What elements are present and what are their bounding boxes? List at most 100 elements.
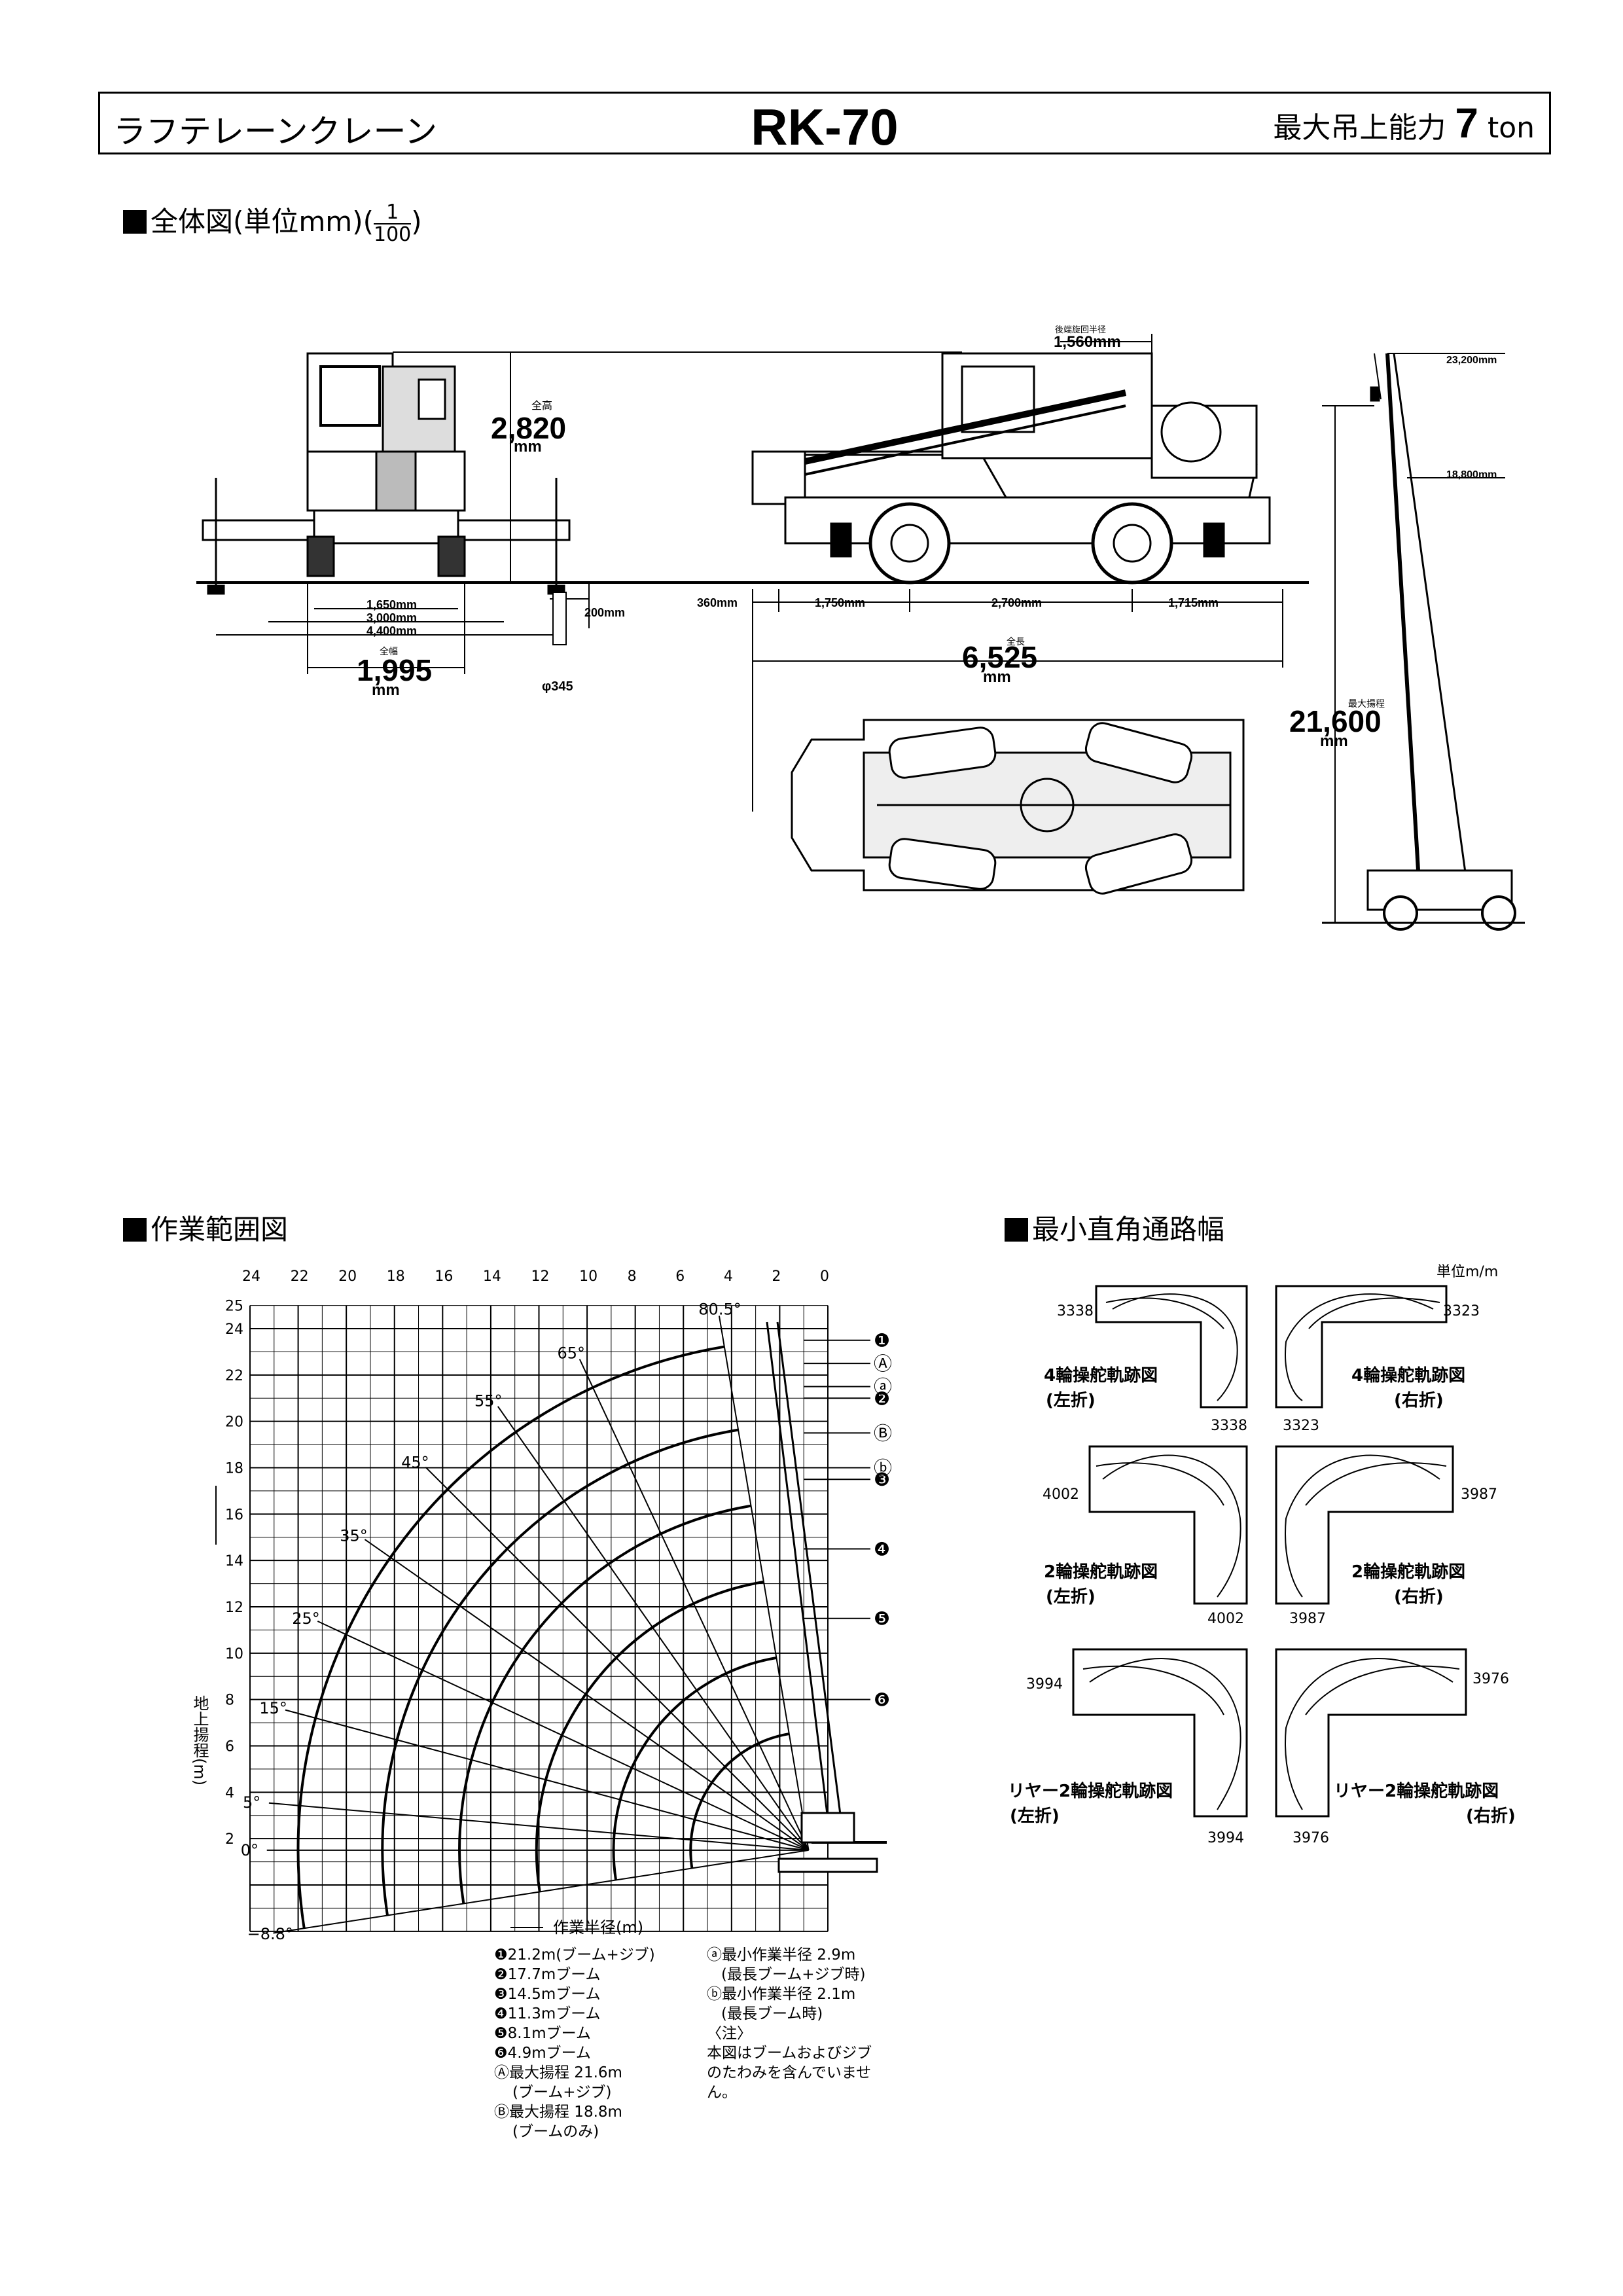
top-view-crane — [791, 719, 1245, 895]
legend-min-radius-a: ⓐ最小作業半径 2.9m — [707, 1946, 856, 1964]
dim-tail-small: 後端旋回半径 — [1055, 325, 1106, 335]
legend-item-b-note: (ブームのみ) — [512, 2123, 599, 2140]
panel-5-dir: (左折) — [1010, 1806, 1060, 1826]
dim-width-unit: mm — [372, 681, 400, 699]
x-tick: 14 — [483, 1268, 501, 1285]
marker-symbol: Ⓑ — [874, 1422, 892, 1444]
model-name: RK-70 — [751, 98, 899, 156]
dim-pad-height: 200mm — [584, 606, 625, 619]
dim-length-unit: mm — [983, 668, 1011, 686]
overview-drawing: 全高 2,820 mm 1,650mm 3,000mm 4,400mm 全幅 1… — [196, 325, 1525, 931]
x-tick: 20 — [338, 1268, 357, 1285]
y-tick: 18 — [225, 1461, 243, 1477]
dim-len-b: 1,715mm — [1168, 596, 1219, 609]
legend-item-1: ❶21.2m(ブーム+ジブ) — [494, 1946, 655, 1964]
boom-arc — [535, 1580, 764, 1892]
angle-label: 65° — [557, 1344, 585, 1363]
angle-ray — [364, 1539, 810, 1851]
panel-5-label: リヤー2輪操舵軌跡図 — [1008, 1781, 1173, 1801]
legend-item-a-note: (ブーム+ジブ) — [512, 2084, 612, 2101]
legend-note-heading: 〈注〉 — [707, 2025, 752, 2042]
scale-denominator: 100 — [374, 223, 412, 246]
angle-label: 25° — [292, 1609, 320, 1628]
x-tick: 6 — [675, 1268, 685, 1285]
y-tick: 24 — [225, 1321, 243, 1338]
dim-lift-unit: mm — [1320, 732, 1348, 750]
y-tick: 12 — [225, 1600, 243, 1616]
y-tick: 10 — [225, 1646, 243, 1662]
panel-3-bottom: 4002 — [1207, 1611, 1244, 1627]
legend-item-b: Ⓑ最大揚程 18.8m — [494, 2104, 622, 2121]
capacity-value: 7 — [1455, 99, 1478, 147]
angle-ray — [497, 1406, 810, 1851]
x-tick: 22 — [291, 1268, 309, 1285]
marker-symbol: ❷ — [874, 1388, 890, 1409]
y-tick: 8 — [225, 1693, 234, 1709]
marker-symbol: ❶ — [874, 1330, 890, 1352]
dim-lift: 21,600 — [1289, 704, 1382, 738]
dim-lift-small: 最大揚程 — [1348, 698, 1385, 709]
y-tick: 2 — [225, 1831, 234, 1848]
angle-ray — [718, 1316, 810, 1851]
marker-symbol: ❹ — [874, 1538, 890, 1560]
legend-item-6: ❻4.9mブーム — [494, 2045, 591, 2062]
marker-symbol: ❸ — [874, 1469, 890, 1490]
x-tick: 12 — [531, 1268, 550, 1285]
capacity-label: 最大吊上能力 — [1273, 111, 1446, 145]
legend-min-radius-b: ⓑ最小作業半径 2.1m — [707, 1986, 856, 2003]
dim-tail: 1,560mm — [1054, 333, 1121, 351]
y-axis-label: 地上揚程(m) — [190, 1695, 209, 1785]
boom-arc — [689, 1732, 790, 1869]
panel-5-side: 3994 — [1026, 1676, 1063, 1693]
panel-5-bottom: 3994 — [1207, 1830, 1244, 1846]
dim-length-small: 全長 — [1007, 636, 1025, 647]
dim-length: 6,525 — [962, 640, 1037, 674]
legend-item-2: ❷17.7mブーム — [494, 1966, 601, 1983]
panel-4-dir: (右折) — [1394, 1587, 1444, 1607]
panel-4-side: 3987 — [1461, 1486, 1497, 1503]
range-legend-right: ⓐ最小作業半径 2.9m (最長ブーム+ジブ時) ⓑ最小作業半径 2.1m (最… — [707, 1945, 916, 2102]
legend-item-5: ❺8.1mブーム — [494, 2025, 591, 2042]
range-boom-icon — [766, 1321, 887, 1873]
range-legend-left: ❶21.2m(ブーム+ジブ) ❷17.7mブーム ❸14.5mブーム ❹11.3… — [494, 1945, 697, 2142]
turning-unit: 単位m/m — [1436, 1264, 1499, 1280]
boom-arc — [612, 1656, 777, 1880]
y-tick: 25 — [225, 1299, 243, 1315]
square-bullet-icon — [123, 210, 147, 234]
x-tick: 24 — [242, 1268, 260, 1285]
y-tick: 4 — [225, 1785, 234, 1801]
panel-3-side: 4002 — [1043, 1486, 1079, 1503]
panel-6-bottom: 3976 — [1293, 1830, 1329, 1846]
x-tick: 8 — [628, 1268, 637, 1285]
angle-label: 5° — [243, 1793, 260, 1812]
marker-symbol: Ⓐ — [874, 1353, 892, 1374]
boom-arc — [458, 1504, 751, 1904]
dim-width-small: 全幅 — [380, 646, 398, 657]
dim-boom-top: 23,200mm — [1446, 355, 1497, 366]
legend-note-line-3: ん。 — [707, 2084, 737, 2101]
panel-3-label: 2輪操舵軌跡図 — [1044, 1562, 1158, 1582]
crane-full-height — [1322, 353, 1525, 931]
marker-symbol: ⓐ — [874, 1376, 892, 1398]
dim-outrigger-3: 4,400mm — [366, 624, 417, 637]
front-view-crane — [202, 352, 571, 595]
x-tick: 18 — [387, 1268, 405, 1285]
legend-item-a: Ⓐ最大揚程 21.6m — [494, 2064, 622, 2081]
panel-1-bottom: 3338 — [1211, 1418, 1247, 1434]
legend-min-radius-b-note: (最長ブーム時) — [721, 2005, 823, 2022]
boom-arc — [381, 1428, 739, 1916]
dim-boom-mid: 18,800mm — [1446, 469, 1497, 480]
x-tick: 0 — [820, 1268, 829, 1285]
panel-3-dir: (左折) — [1046, 1587, 1096, 1607]
y-tick: 22 — [225, 1368, 243, 1384]
angle-label: 0° — [241, 1841, 259, 1859]
angle-label: 45° — [401, 1453, 429, 1471]
range-title: 作業範囲図 — [123, 1208, 288, 1247]
y-tick: 6 — [225, 1739, 234, 1755]
angle-ray — [317, 1621, 809, 1851]
dim-len-a: 1,750mm — [815, 596, 865, 609]
